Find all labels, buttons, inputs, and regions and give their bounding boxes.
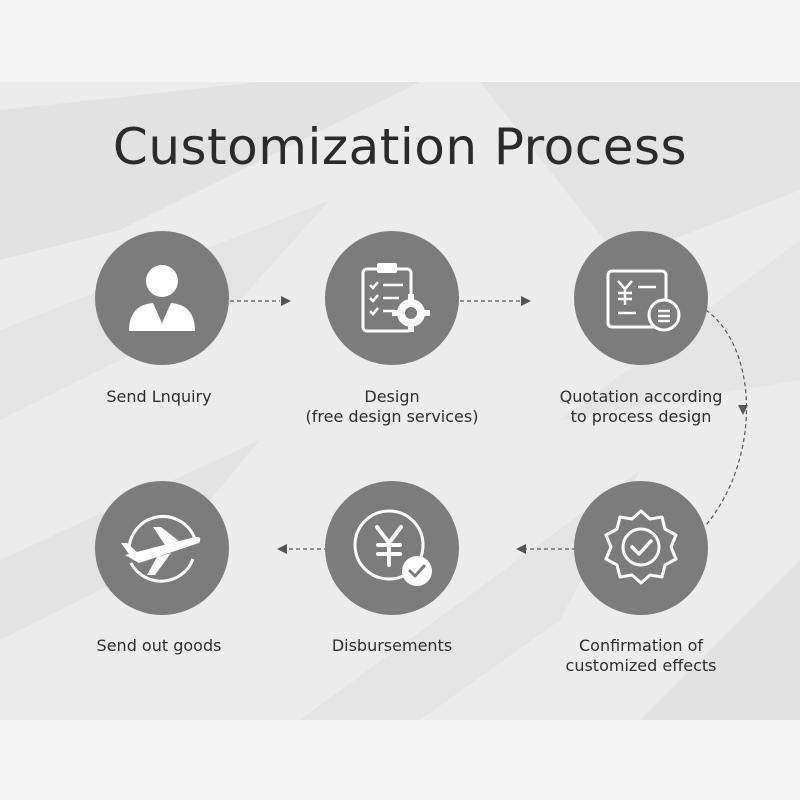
- step-5-circle: [325, 481, 459, 615]
- step-2-circle: [325, 231, 459, 365]
- clipboard-gear-icon: [361, 263, 430, 333]
- step-4-label-line2: customized effects: [565, 656, 717, 675]
- quotation-icon: [606, 269, 681, 332]
- airplane-icon: [121, 515, 201, 583]
- step-6-circle: [95, 481, 229, 615]
- user-icon: [129, 265, 195, 331]
- step-2-label-line1: Design: [364, 387, 420, 406]
- arrowhead-4-5: [516, 544, 526, 554]
- step-6-label-line1: Send out goods: [96, 636, 222, 655]
- step-1-label: Send Lnquiry: [44, 387, 274, 407]
- step-4-label-line1: Confirmation of: [578, 636, 704, 655]
- step-1-label-line1: Send Lnquiry: [106, 387, 212, 406]
- connector-3-4: [705, 309, 747, 526]
- step-5-label: Disbursements: [277, 636, 507, 656]
- step-6-label: Send out goods: [44, 636, 274, 656]
- step-2-label: Design (free design services): [277, 387, 507, 427]
- badge-check-icon: [604, 509, 678, 585]
- step-3-label: Quotation according to process design: [526, 387, 756, 427]
- arrowhead-2-3: [521, 296, 531, 306]
- step-2-label-line2: (free design services): [305, 407, 479, 426]
- step-1-circle: [95, 231, 229, 365]
- step-3-circle: [574, 231, 708, 365]
- arrowhead-1-2: [281, 296, 291, 306]
- step-4-label: Confirmation of customized effects: [526, 636, 756, 676]
- page-title: Customization Process: [112, 118, 688, 176]
- yen-check-icon: [353, 509, 432, 586]
- step-4-circle: [574, 481, 708, 615]
- arrowhead-3-4: [738, 405, 748, 415]
- step-3-label-line2: to process design: [570, 407, 712, 426]
- step-3-label-line1: Quotation according: [559, 387, 723, 406]
- arrowhead-5-6: [277, 544, 287, 554]
- step-5-label-line1: Disbursements: [331, 636, 453, 655]
